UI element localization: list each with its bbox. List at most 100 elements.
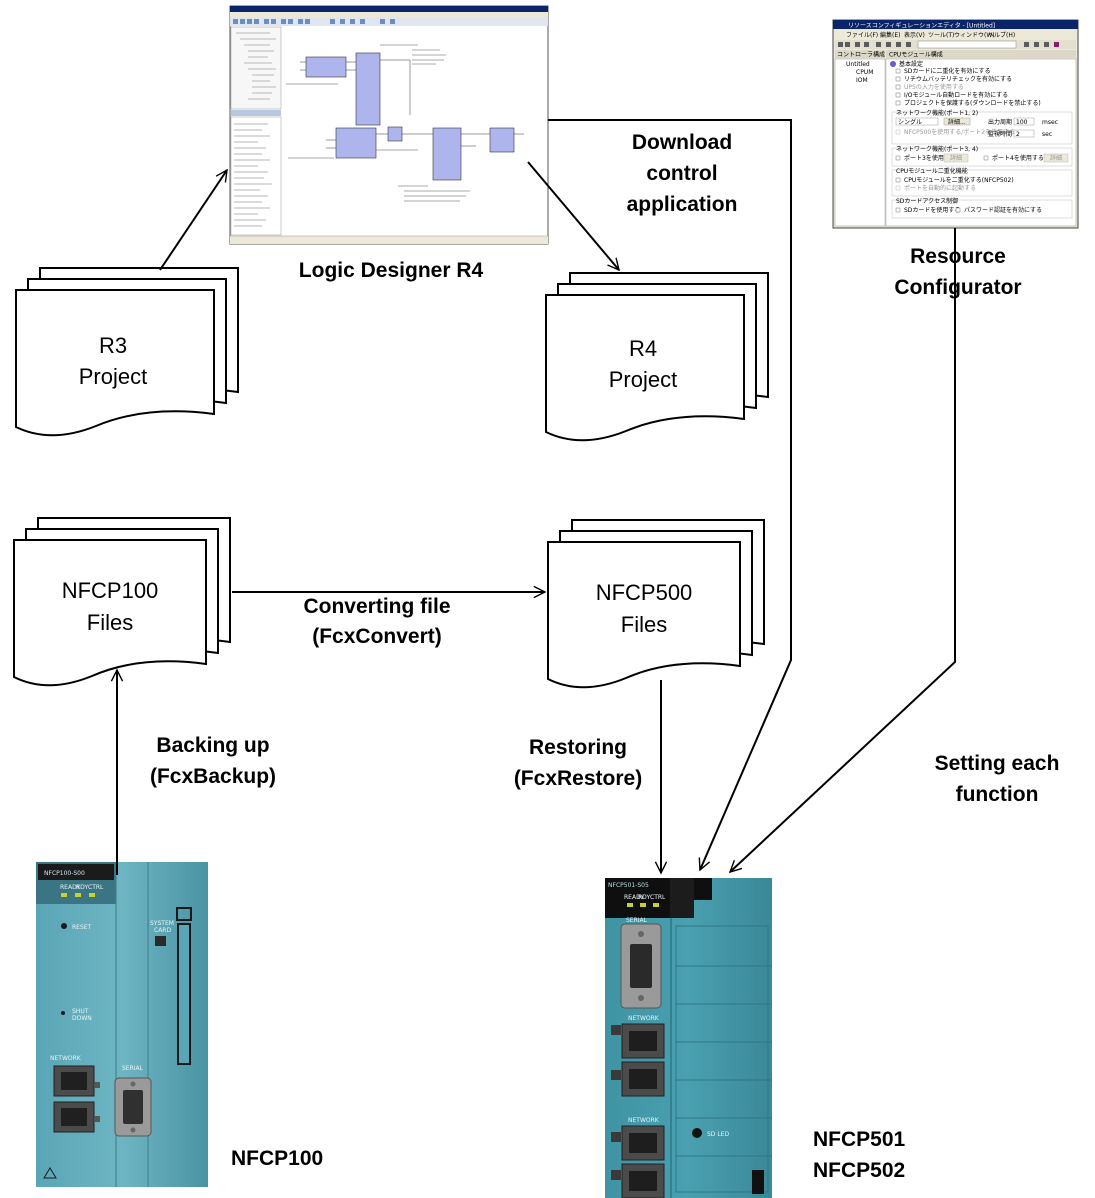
doc-nfcp100-files: NFCP100 Files [13,517,231,687]
label-nfcp100: NFCP100 [231,1147,323,1170]
nfcp100-model-label: NFCP100-S00 [44,870,85,877]
label-restoring-1: Restoring [529,736,627,759]
svg-text:ネットワーク機能(ポート1, 2): ネットワーク機能(ポート1, 2) [896,109,978,117]
svg-text:RDY: RDY [76,884,88,891]
option-protect-project[interactable]: プロジェクトを保護する(ダウンロードを禁止する) [904,99,1041,107]
label-download-2: control [646,162,717,185]
option-sd-duplex[interactable]: SDカードに二重化を有効にする [904,67,991,75]
network-detail-button[interactable]: 詳細... [948,118,966,126]
tree-item-untitled[interactable]: Untitled [846,61,870,68]
shutdown-button[interactable] [61,1011,65,1015]
output-cycle-field[interactable]: 100 [1016,119,1028,126]
label-nfcp501: NFCP501 [813,1128,906,1151]
menu-view[interactable]: 表示(V) [904,31,925,39]
arrow-r3-to-logic-designer [159,170,227,271]
option-io-autoload[interactable]: I/Oモジュール自動ロードを有効にする [904,91,1008,99]
label-backing-up-2: (FcxBackup) [150,765,276,788]
nfcp100-ethernet-port-2[interactable] [53,1101,95,1133]
sd-card-option[interactable]: SDカードを使用する [904,206,960,214]
svg-text:sec: sec [1042,131,1052,138]
sd-card-slot[interactable] [752,1170,764,1194]
label-nfcp502: NFCP502 [813,1159,905,1182]
doc-r3-line1: R3 [99,333,127,358]
doc-nfcp100-line2: Files [87,610,133,635]
port3-option[interactable]: ポート3を使用する [904,154,956,162]
label-resource-configurator-1: Resource [910,245,1006,268]
resource-configurator-window: リソースコンフィギュレーションエディタ - [Untitled] ファイル(F)… [832,19,1079,229]
nfcp501-network-label-1: NETWORK [628,1015,660,1022]
group-network-12: ネットワーク機能(ポート1, 2) シングル 詳細... 出力周期 100 ms… [891,109,1073,145]
svg-text:DOWN: DOWN [72,1015,92,1022]
doc-nfcp500-line1: NFCP500 [596,580,693,605]
network-port-option[interactable]: NFCP500を使用する/ポート2を使用する [904,128,1015,136]
arrow-setting-to-nfcp501 [730,228,956,872]
svg-text:詳細[interactable]: 詳細 [950,154,962,162]
port4-option[interactable]: ポート4を使用する [992,154,1044,162]
resource-window-title: リソースコンフィギュレーションエディタ - [Untitled] [848,22,995,30]
svg-text:CTRL: CTRL [650,894,666,901]
label-logic-designer: Logic Designer R4 [299,259,484,282]
nfcp100-network-label: NETWORK [50,1055,82,1062]
sd-led-label: SD LED [707,1131,729,1138]
cpu-duplex-option[interactable]: CPUモジュールを二重化する(NFCP502) [904,176,1014,184]
device-nfcp100: NFCP100-S00 READY RDY CTRL RESET SYSTEM … [36,862,208,1187]
tree-item-cpum[interactable]: CPUM [856,69,873,76]
menu-tools[interactable]: ツール(T) [928,32,954,39]
group-network-34: ネットワーク機能(ポート3, 4) ポート3を使用する 詳細 ポート4を使用する… [891,145,1073,167]
menu-help[interactable]: ヘルプ(H) [988,32,1015,39]
doc-nfcp500-line2: Files [621,612,667,637]
svg-text:msec: msec [1042,119,1058,126]
group-sd-card: SDカードアクセス制御 SDカードを使用する パスワード認証を有効にする [891,197,1073,219]
section-basic-settings[interactable]: 基本設定 [899,60,923,68]
menu-edit[interactable]: 編集(E) [880,31,900,39]
doc-nfcp500-files: NFCP500 Files [547,519,765,689]
nfcp100-serial-label: SERIAL [122,1065,144,1072]
svg-text:SHUT: SHUT [72,1008,89,1015]
option-battery-check[interactable]: リチウムバッテリチェックを有効にする [904,75,1012,83]
nfcp501-network-label-2: NETWORK [628,1117,660,1124]
svg-text:CTRL: CTRL [88,884,104,891]
svg-text:SYSTEM: SYSTEM [150,920,174,927]
menu-file[interactable]: ファイル(F) [846,32,878,39]
tree-item-iom[interactable]: IOM [856,77,868,84]
device-nfcp501: NFCP501-S05 READY RDY CTRL SERIAL NETWOR… [605,878,772,1198]
svg-text:RDY: RDY [638,894,650,901]
arrow-download-to-nfcp501 [548,119,792,870]
sd-led [692,1128,702,1138]
svg-text:READY: READY [624,894,644,901]
resource-window-menu: ファイル(F) 編集(E) 表示(V) ツール(T) ウィンドウ(W) ヘルプ(… [846,31,1015,39]
panel-header: CPUモジュール構成 [889,51,943,59]
svg-text:SDカードアクセス制御: SDカードアクセス制御 [896,197,958,205]
doc-r4-project: R4 Project [545,272,769,442]
label-converting-1: Converting file [303,595,450,618]
svg-text:READY: READY [60,884,80,891]
logic-designer-screenshot [229,5,549,245]
reset-button[interactable] [61,923,67,929]
arrow-logic-designer-to-r4 [527,161,619,270]
auto-start-option[interactable]: ポートを自動的に起動する [904,184,976,192]
svg-text:ネットワーク機能(ポート3, 4): ネットワーク機能(ポート3, 4) [896,145,978,153]
label-resource-configurator-2: Configurator [894,276,1021,299]
nfcp501-model-label: NFCP501-S05 [608,882,649,889]
doc-r3-line2: Project [79,364,147,389]
arrows [117,119,956,875]
label-setting-1: Setting each [935,752,1060,775]
label-backing-up-1: Backing up [156,734,269,757]
system-card-slot[interactable] [177,923,191,1065]
password-option[interactable]: パスワード認証を有効にする [964,206,1042,214]
svg-text:CARD: CARD [154,927,171,934]
svg-text:詳細[interactable]: 詳細 [1050,154,1062,162]
monitor-time-field[interactable]: 2 [1016,131,1020,138]
network-mode-select[interactable]: シングル [898,118,922,126]
reset-label: RESET [72,924,92,931]
menu-window[interactable]: ウィンドウ(W) [954,31,995,39]
label-download-1: Download [632,131,732,154]
doc-r3-project: R3 Project [15,267,239,437]
doc-nfcp100-line1: NFCP100 [62,578,159,603]
group-cpu-duplex: CPUモジュール二重化機能 CPUモジュールを二重化する(NFCP502) ポー… [891,167,1073,197]
svg-text:監視時間: 監視時間 [988,130,1012,138]
option-ups[interactable]: UPSの入力を使用する [904,83,964,91]
label-restoring-2: (FcxRestore) [514,767,642,790]
tree-header: コントローラ構成 [837,51,885,59]
